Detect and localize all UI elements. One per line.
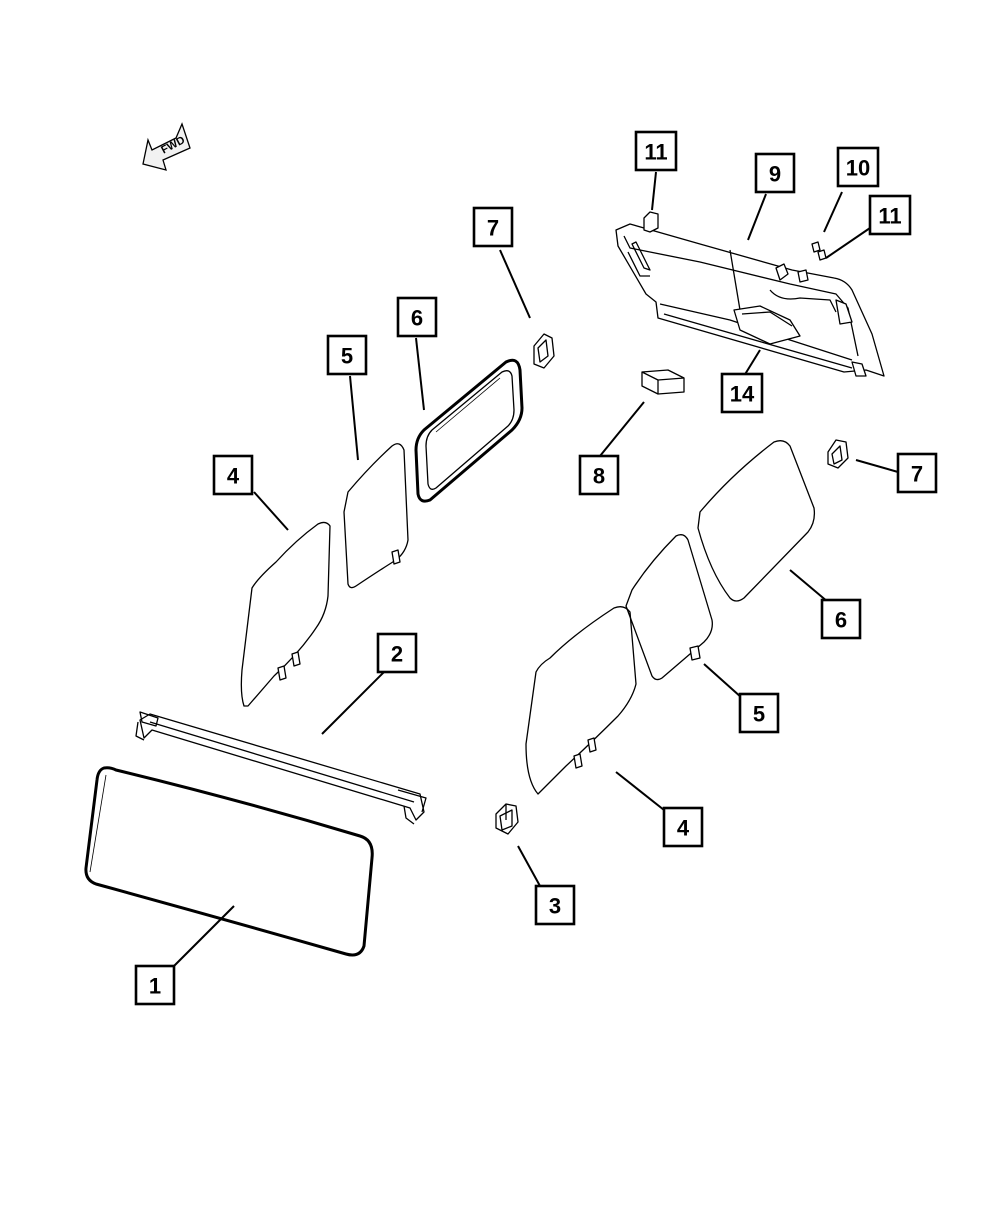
callout-4-right-label: 4 [677,816,690,841]
callout-3-label: 3 [549,894,561,919]
leader-lines [171,171,899,969]
callout-5-right-label: 5 [753,702,765,727]
leader-4b [615,771,665,811]
leader-10 [823,191,843,233]
callout-8: 8 [578,454,620,496]
callout-5-right: 5 [738,692,780,734]
callout-4-left-label: 4 [227,464,240,489]
part-rear-glass [84,766,374,957]
callout-7-right: 7 [896,452,938,494]
callout-2-label: 2 [391,642,403,667]
leader-6a [415,337,425,411]
leader-8 [599,401,645,457]
callout-1: 1 [134,964,176,1006]
leader-9 [747,193,767,241]
callout-11-top: 11 [634,130,678,172]
callout-7-left-label: 7 [487,216,499,241]
callout-2: 2 [376,632,418,674]
callout-6-right-label: 6 [835,608,847,633]
callout-6-left: 6 [396,296,438,338]
leader-4a [253,491,289,531]
callout-14-label: 14 [730,382,755,407]
part-fastener-11 [817,249,827,261]
leader-7a [499,249,531,319]
part-glass-left-middle [343,443,409,589]
part-window-frame-left [414,358,524,503]
part-glass-right-middle [625,534,713,681]
fwd-arrow-icon: FWD [142,122,191,171]
part-glass-left-lower [240,521,331,707]
callout-8-label: 8 [593,464,605,489]
callout-11-right-label: 11 [878,204,901,229]
callout-5-left-label: 5 [341,344,353,369]
callout-10: 10 [836,146,880,188]
part-clip [495,803,519,835]
callout-11-right: 11 [868,194,912,236]
leader-14 [743,349,761,377]
callout-1-label: 1 [149,974,161,999]
callout-3: 3 [534,884,576,926]
leader-2 [321,671,385,735]
callout-6-right: 6 [820,598,862,640]
part-fastener-10 [811,241,821,253]
part-block [641,369,685,395]
callout-7-left: 7 [472,206,514,248]
callout-9-label: 9 [769,162,781,187]
leader-5a [349,375,359,461]
leader-7b [855,459,899,473]
leader-11b [825,227,871,259]
leader-3 [517,845,541,887]
callout-5-left: 5 [326,334,368,376]
part-latch-left [533,333,555,369]
part-glass-right-upper [697,440,816,602]
leader-1 [171,905,235,969]
callout-10-label: 10 [846,156,870,181]
callout-4-right: 4 [662,806,704,848]
callout-14: 14 [720,372,764,414]
part-header-rail [135,711,427,825]
part-tailgate-panel [615,211,885,377]
callout-9: 9 [754,152,796,194]
leader-6b [789,569,829,603]
callout-11-top-label: 11 [644,140,667,165]
part-latch-right [827,439,849,469]
leader-11a [651,171,657,211]
callout-6-left-label: 6 [411,306,423,331]
callout-7-right-label: 7 [911,462,923,487]
callout-4-left: 4 [212,454,254,496]
leader-5b [703,663,743,699]
part-glass-right-lower [525,606,637,795]
